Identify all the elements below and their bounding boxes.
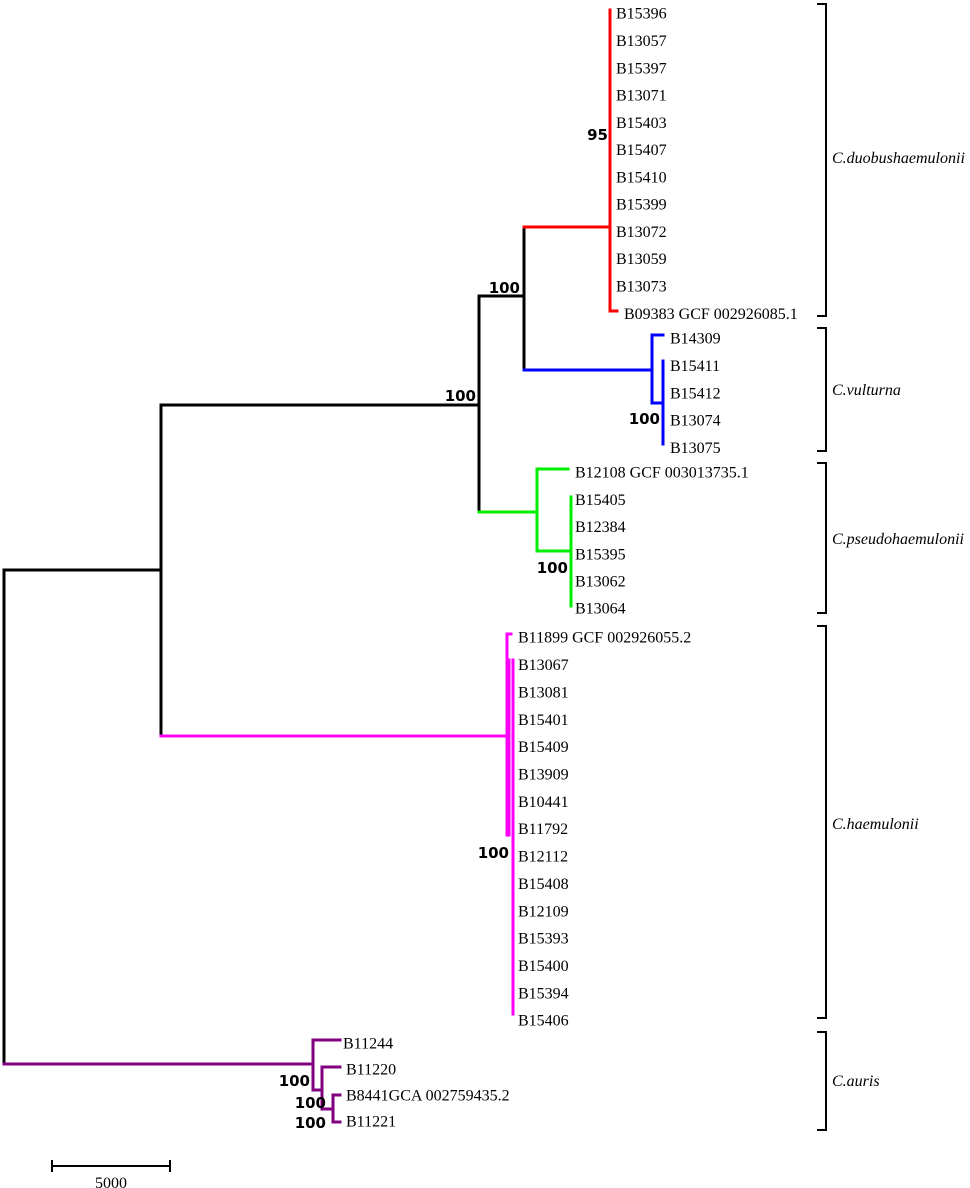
bootstrap-haemulonii: 100 [478, 844, 509, 862]
leaf-label: B15400 [518, 958, 569, 975]
leaf-label: B13059 [616, 251, 667, 268]
leaf-label: B13057 [616, 33, 667, 50]
bootstrap-auris-a: 100 [279, 1072, 310, 1090]
leaf-label: B13081 [518, 684, 569, 701]
bootstrap-vulturna: 100 [629, 410, 660, 428]
clade-brackets: C.duobushaemulonii C.vulturna C.pseudoha… [817, 3, 965, 1131]
leaf-label: B13072 [616, 224, 667, 241]
leaf-label: B8441GCA 002759435.2 [346, 1088, 510, 1105]
scale-bar-label: 5000 [95, 1175, 127, 1188]
leaf-label: B12109 [518, 903, 569, 920]
clade-name-vulturna: C.vulturna [832, 382, 901, 399]
leaf-label: B15394 [518, 985, 569, 1002]
leaf-label: B15411 [670, 358, 720, 375]
bootstrap-auris-b: 100 [295, 1094, 326, 1112]
leaf-label: B15407 [616, 142, 667, 159]
bootstrap-duo-vulturna: 100 [489, 279, 520, 297]
leaf-label: B15395 [575, 546, 626, 563]
leaf-label: B15406 [518, 1013, 569, 1030]
leaf-label: B15396 [616, 6, 667, 23]
clade-name-pseudohaemulonii: C.pseudohaemulonii [832, 531, 964, 548]
leaf-label: B14309 [670, 331, 721, 348]
leaf-label: B11792 [518, 821, 568, 838]
leaf-label: B11244 [343, 1036, 393, 1053]
leaf-label: B12108 GCF 003013735.1 [575, 465, 749, 482]
clade-auris-branches [2, 1038, 342, 1124]
leaf-label: B15410 [616, 169, 667, 186]
leaf-label: B15409 [518, 739, 569, 756]
leaf-label: B15401 [518, 712, 569, 729]
bracket-duobushaemulonii [817, 3, 827, 317]
leaf-label: B13075 [670, 440, 721, 457]
scale-bar: 5000 [51, 1160, 171, 1188]
bracket-haemulonii [817, 625, 827, 1019]
leaf-label: B11220 [346, 1062, 396, 1079]
leaf-label: B15403 [616, 115, 667, 132]
bootstrap-pseudohaemulonii: 100 [537, 559, 568, 577]
bootstrap-auris-c: 100 [295, 1114, 326, 1132]
clade-duobushaemulonii-branches [522, 8, 619, 313]
clade-haemulonii-branches [159, 632, 515, 1016]
clade-name-haemulonii: C.haemulonii [832, 816, 919, 833]
leaf-label: B13909 [518, 766, 569, 783]
leaf-label: B15412 [670, 385, 721, 402]
bracket-auris [817, 1031, 827, 1131]
backbone-branches [2, 225, 526, 1066]
leaf-label: B15397 [616, 60, 667, 77]
bracket-vulturna [817, 327, 827, 452]
clade-vulturna-branches [522, 333, 665, 446]
clade-pseudohaemulonii-branches [477, 467, 573, 608]
leaf-label: B15408 [518, 876, 569, 893]
leaf-label: B13074 [670, 413, 721, 430]
leaf-label: B09383 GCF 002926085.1 [624, 306, 798, 323]
clade-name-duobushaemulonii: C.duobushaemulonii [832, 150, 965, 167]
bracket-pseudohaemulonii [817, 462, 827, 614]
leaf-label: B13067 [518, 657, 569, 674]
leaf-label: B15405 [575, 492, 626, 509]
leaf-label: B12384 [575, 519, 626, 536]
bootstrap-values: 95 100 100 100 100 100 100 100 100 [279, 126, 660, 1132]
leaf-label: B13071 [616, 87, 667, 104]
leaf-label: B12112 [518, 849, 568, 866]
leaf-label: B15399 [616, 197, 667, 214]
leaf-label: B11221 [346, 1114, 396, 1131]
leaf-label: B13073 [616, 278, 667, 295]
bootstrap-duobushaemulonii: 95 [587, 126, 608, 144]
leaf-label: B13062 [575, 573, 626, 590]
leaf-label: B10441 [518, 794, 569, 811]
leaf-label: B11899 GCF 002926055.2 [518, 630, 691, 647]
clade-name-auris: C.auris [832, 1073, 880, 1090]
scale-bar-line [51, 1160, 171, 1172]
leaf-label: B15393 [518, 931, 569, 948]
leaf-labels: B15396B13057B15397B13071B15403B15407B154… [343, 6, 798, 1131]
bootstrap-upper-clade: 100 [445, 387, 476, 405]
leaf-label: B13064 [575, 601, 626, 618]
